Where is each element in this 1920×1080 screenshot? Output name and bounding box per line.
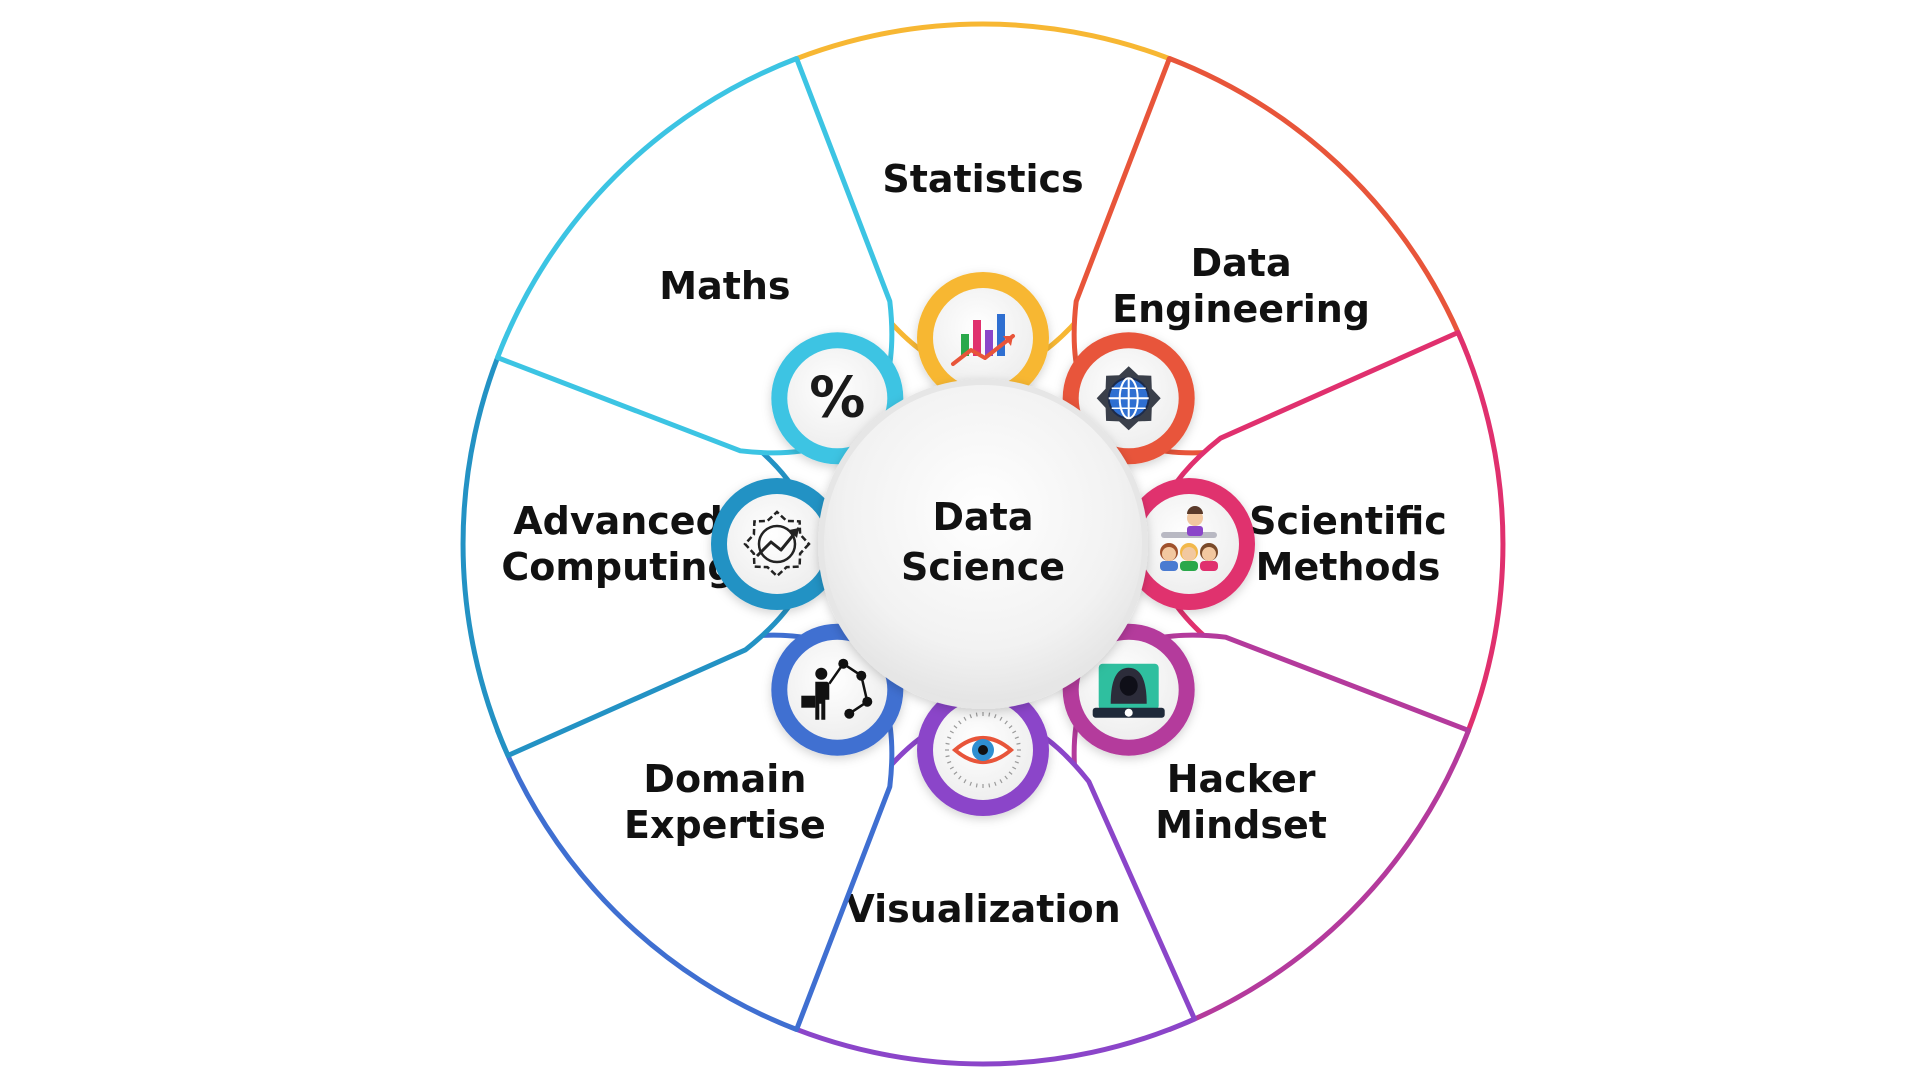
segment-label: Data: [1191, 241, 1292, 285]
segment-label: Expertise: [624, 803, 826, 847]
segment-label: Statistics: [882, 157, 1083, 201]
gear-globe-icon: [1062, 332, 1195, 465]
center-title-line: Data: [933, 495, 1034, 539]
segment-label: Hacker: [1167, 757, 1316, 801]
center-title-line: Science: [901, 545, 1065, 589]
gear-analytics-icon: [711, 478, 843, 610]
segment-label: Maths: [659, 264, 790, 308]
segment-label: Mindset: [1155, 803, 1327, 847]
bar-chart-icon: [917, 272, 1049, 404]
segment-label: Visualization: [845, 887, 1120, 931]
segment-label: Scientific: [1249, 499, 1447, 543]
segment-label: Domain: [643, 757, 806, 801]
segment-label: Advanced: [513, 499, 723, 543]
classroom-icon: [1123, 478, 1255, 610]
segment-label: Engineering: [1112, 287, 1370, 331]
segment-label: Methods: [1256, 545, 1441, 589]
svg-text:%: %: [809, 365, 865, 430]
segment-label: Computing: [501, 545, 734, 589]
eye-icon: [917, 684, 1049, 816]
